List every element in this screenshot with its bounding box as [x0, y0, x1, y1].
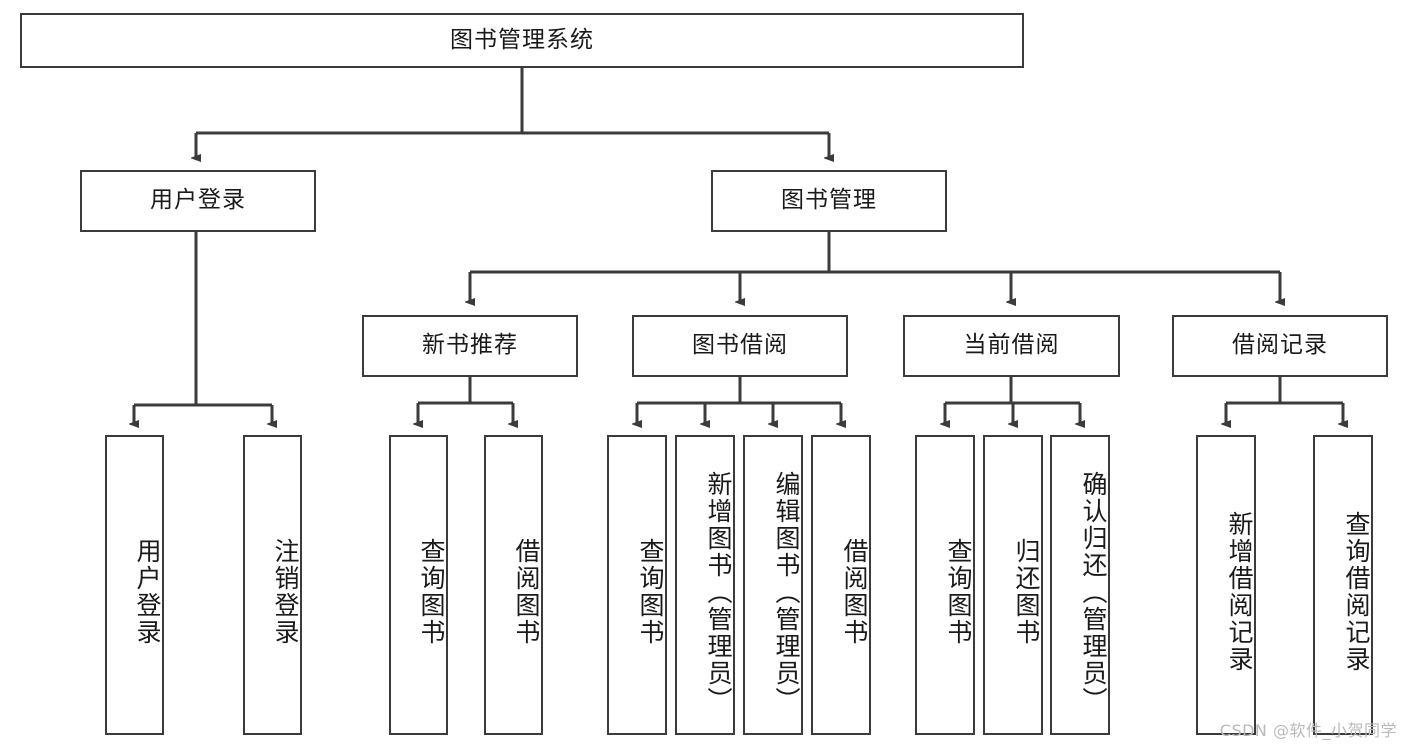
node-leaf-query-book-3[interactable]: 查询图书 — [915, 435, 975, 735]
node-borrow-record[interactable]: 借阅记录 — [1172, 315, 1388, 377]
node-leaf-query-borrow-record[interactable]: 查询借阅记录 — [1313, 435, 1373, 735]
node-root[interactable]: 图书管理系统 — [20, 13, 1024, 68]
node-leaf-logout-login[interactable]: 注销登录 — [243, 435, 302, 735]
node-leaf-return-book[interactable]: 归还图书 — [983, 435, 1043, 735]
node-new-book-recommend[interactable]: 新书推荐 — [362, 315, 578, 377]
node-leaf-user-login[interactable]: 用户登录 — [105, 435, 164, 735]
node-leaf-borrow-book-2[interactable]: 借阅图书 — [811, 435, 871, 735]
csdn-watermark: CSDN @软件_小贺同学 — [1219, 721, 1397, 740]
node-book-borrow[interactable]: 图书借阅 — [632, 315, 848, 377]
node-current-borrow[interactable]: 当前借阅 — [903, 315, 1120, 377]
node-leaf-query-book-2[interactable]: 查询图书 — [607, 435, 667, 735]
node-leaf-confirm-return-admin[interactable]: 确认归还（管理员） — [1050, 435, 1110, 735]
node-book-management[interactable]: 图书管理 — [711, 170, 947, 232]
node-leaf-query-book-1[interactable]: 查询图书 — [389, 435, 448, 735]
node-leaf-add-book-admin[interactable]: 新增图书（管理员） — [675, 435, 735, 735]
node-leaf-borrow-book-1[interactable]: 借阅图书 — [484, 435, 543, 735]
node-user-login[interactable]: 用户登录 — [80, 170, 316, 232]
node-leaf-add-borrow-record[interactable]: 新增借阅记录 — [1196, 435, 1256, 735]
node-leaf-edit-book-admin[interactable]: 编辑图书（管理员） — [743, 435, 803, 735]
